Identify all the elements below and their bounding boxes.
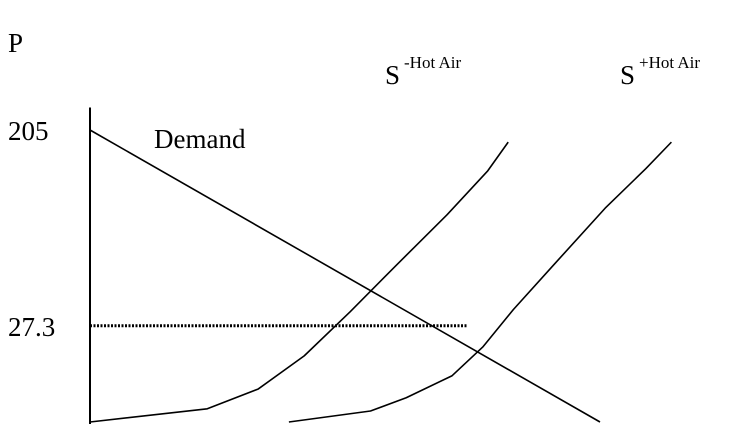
series-line-0 [89, 129, 601, 423]
series-lines [89, 129, 672, 423]
supply-label-main-0: S [385, 60, 400, 90]
supply-label-sup-1: +Hot Air [639, 53, 700, 72]
series-line-2 [288, 141, 672, 423]
y-tick-label-0: 205 [8, 116, 49, 146]
supply-label-main-1: S [620, 60, 635, 90]
y-tick-label-1: 27.3 [8, 312, 55, 342]
series-line-1 [89, 141, 509, 423]
supply-label-sup-0: -Hot Air [404, 53, 461, 72]
y-axis-label: P [8, 28, 23, 58]
demand-label: Demand [154, 124, 246, 154]
